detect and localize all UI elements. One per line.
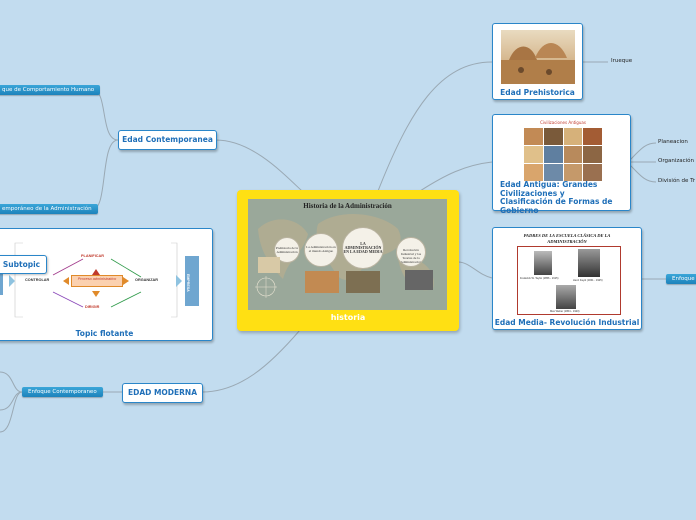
collage-tile [583, 146, 602, 163]
diagram-label-controlar: CONTROLAR [25, 278, 50, 282]
prehistoric-image [501, 30, 575, 84]
portrait-caption: Max Weber (1864 - 1920) [550, 310, 580, 313]
slide-circle-edad-media: LA ADMINISTRACIÓN EN LA EDAD MEDIA [342, 227, 384, 269]
slide-photo-4 [405, 270, 433, 290]
slide-circle-revolucion: Revolución Industrial y las Teorías de l… [396, 237, 426, 267]
portrait-caption: Frederick W. Taylor (1856 - 1915) [520, 277, 559, 280]
collage-tile [563, 164, 583, 181]
slide-photo-2 [305, 271, 339, 293]
topic-title: Edad Prehistorica [500, 88, 575, 97]
subtopic-division-trabajo[interactable]: División de Tr [658, 178, 695, 184]
diagram-side-label: EMPRESA [186, 274, 190, 292]
collage-tile [543, 146, 563, 163]
slide-photo-3 [346, 271, 380, 293]
ancient-civilizations-image: Civilizaciones Antiguas [524, 119, 602, 181]
subtopic-label: Subtopic [2, 260, 41, 269]
slide-title: Historia de la Administración [303, 202, 392, 210]
subtopic-enfoque-clasico[interactable]: Enfoque C [666, 274, 696, 284]
subtopic-contemporaneo-administracion[interactable]: emporáneo de la Administración [0, 204, 98, 214]
topic-title: Topic flotante [75, 329, 134, 338]
collage-tile [563, 128, 583, 145]
subtopic-irueque[interactable]: Irueque [611, 58, 633, 64]
subtopic-box[interactable]: Subtopic [0, 255, 47, 274]
slide-photo-1 [258, 257, 280, 273]
diagram-label-planificar: PLANIFICAR [81, 254, 104, 258]
topic-title: Edad Antigua: Grandes Civilizaciones y C… [500, 180, 613, 215]
diagram-label-organizar: ORGANIZAR [135, 278, 158, 282]
history-slide-image: Historia de la Administración Prehistori… [248, 199, 447, 310]
topic-edad-moderna[interactable]: EDAD MODERNA [122, 383, 203, 403]
collage-tile [563, 146, 583, 163]
portrait-taylor [534, 251, 552, 275]
central-topic[interactable]: Historia de la Administración Prehistori… [237, 190, 459, 331]
classical-fathers-image: Frederick W. Taylor (1856 - 1915) Henri … [517, 246, 621, 315]
topic-title: Edad Contemporanea [122, 135, 213, 144]
process-diagram: Proceso administrativo PLANIFICAR ORGANI… [0, 237, 206, 325]
subtopic-comportamiento-humano[interactable]: que de Comportamiento Humano [0, 85, 101, 95]
image-caption: PADRES DE LA ESCUELA CLÁSICA DE LA ADMIN… [523, 233, 611, 244]
diagram-side-bar: EMPRESA [185, 256, 199, 306]
topic-edad-prehistorica[interactable]: Edad Prehistorica [492, 23, 583, 100]
diagram-left-bar [0, 269, 3, 295]
portrait-weber [556, 285, 576, 309]
portrait-caption: Henri Fayol (1841 - 1925) [573, 279, 603, 282]
collage-tile [583, 128, 602, 145]
process-diagram-graphic [9, 242, 182, 318]
topic-floating[interactable]: Proceso administrativo PLANIFICAR ORGANI… [0, 228, 213, 341]
portrait-fayol [578, 249, 600, 277]
ancient-collage [524, 128, 602, 181]
collage-tile [543, 164, 563, 181]
topic-edad-antigua[interactable]: Civilizaciones Antiguas Edad Antigua: Gr… [492, 114, 631, 214]
topic-title: Edad Media- Revolución Industrial [494, 318, 640, 327]
diagram-center: Proceso administrativo [71, 275, 123, 287]
collage-tile [524, 164, 543, 181]
topic-title: EDAD MODERNA [127, 388, 198, 397]
topic-edad-media[interactable]: PADRES DE LA ESCUELA CLÁSICA DE LA ADMIN… [492, 227, 642, 330]
subtopic-enfoque-contemporaneo[interactable]: Enfoque Contemporaneo [22, 387, 103, 397]
slide-circle-antiguo: La Administración en el mundo Antiguo [304, 233, 338, 267]
diagram-label-dirigir: DIRIGIR [85, 305, 100, 309]
collage-tile [524, 146, 543, 163]
subtopic-planeacion[interactable]: Planeacion [658, 139, 688, 145]
central-label: historia [330, 313, 366, 322]
collage-tile [524, 128, 543, 145]
topic-edad-contemporanea[interactable]: Edad Contemporanea [118, 130, 217, 150]
collage-tile [543, 128, 563, 145]
subtopic-organizacion[interactable]: Organización [658, 158, 695, 164]
image-caption: Civilizaciones Antiguas [540, 120, 586, 125]
collage-tile [583, 164, 602, 181]
prehistoric-scene-graphic [501, 43, 575, 84]
